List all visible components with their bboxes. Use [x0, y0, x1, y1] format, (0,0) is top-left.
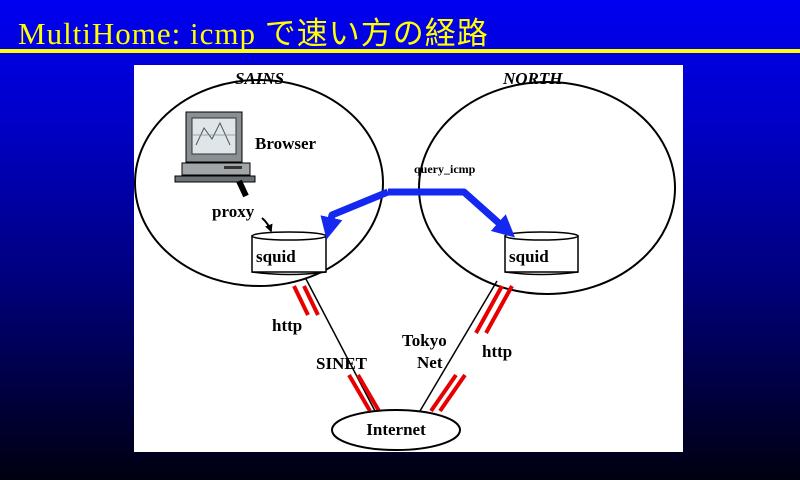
- sains-region: [134, 79, 384, 287]
- title-bar: MultiHome: icmp で速い方の経路: [0, 0, 800, 53]
- http-left-label: http: [272, 316, 302, 335]
- tokyo-net-label-line2: Net: [417, 353, 443, 372]
- browser-label: Browser: [255, 134, 317, 153]
- squid-right-label: squid: [509, 247, 549, 266]
- http-link-left: [292, 285, 320, 316]
- http-link-internet-left: [347, 373, 381, 413]
- north-region: [418, 81, 676, 295]
- tokyo-net-label-line1: Tokyo: [402, 331, 447, 350]
- proxy-arrow: [261, 217, 273, 233]
- site-label-north: NORTH: [502, 69, 563, 88]
- title-underline: [0, 49, 800, 53]
- internet-node: [331, 409, 461, 451]
- slide-title: MultiHome: icmp で速い方の経路: [18, 16, 489, 51]
- squid-left-label: squid: [256, 247, 296, 266]
- query-icmp-arrow-left: [320, 188, 390, 240]
- query-icmp-label: query_icmp: [414, 162, 476, 176]
- diagram-panel: SAINS NORTH Browser proxy squid: [134, 65, 683, 452]
- squid-cache-right: [504, 231, 579, 276]
- network-diagram: SAINS NORTH Browser proxy squid: [134, 69, 676, 451]
- internet-label: Internet: [366, 420, 426, 439]
- sinet-label: SINET: [316, 354, 368, 373]
- computer-icon: [174, 111, 256, 183]
- site-label-sains: SAINS: [235, 69, 284, 88]
- sinet-link: [305, 278, 376, 412]
- http-link-right: [474, 285, 514, 334]
- http-link-internet-right: [429, 373, 467, 413]
- browser-cable: [236, 179, 249, 198]
- proxy-label: proxy: [212, 202, 255, 221]
- http-right-label: http: [482, 342, 512, 361]
- tokyo-net-link: [419, 280, 498, 412]
- query-icmp-arrow-right: [388, 188, 516, 238]
